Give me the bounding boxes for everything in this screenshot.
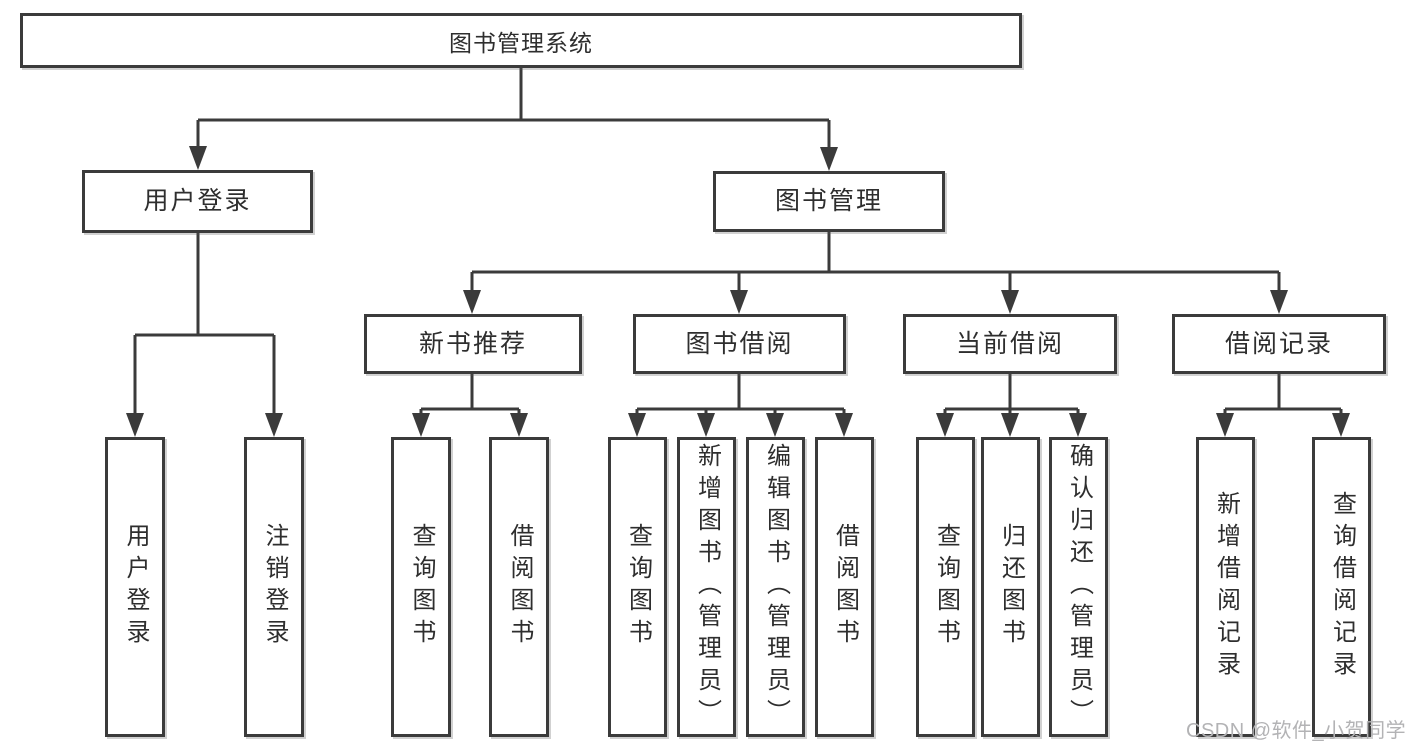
connector-user-login-children (126, 233, 283, 437)
connector-current-borrow-children (936, 374, 1087, 437)
connector-new-book-rec-children (412, 374, 528, 437)
node-user-login: 用户登录 (82, 170, 313, 233)
leaf-bb-query-book: 查询图书 (608, 437, 667, 737)
node-current-borrow: 当前借阅 (903, 314, 1117, 374)
leaf-cb-query-book: 查询图书 (916, 437, 975, 737)
node-new-book-rec: 新书推荐 (364, 314, 582, 374)
connector-borrow-record-children (1216, 374, 1350, 437)
node-root: 图书管理系统 (20, 13, 1022, 68)
connector-book-borrow-children (628, 374, 853, 437)
node-book-borrow: 图书借阅 (633, 314, 846, 374)
node-book-mgmt: 图书管理 (713, 171, 945, 232)
connector-book-mgmt-to-level3 (463, 232, 1288, 314)
leaf-nbr-borrow-book: 借阅图书 (489, 437, 549, 737)
leaf-bb-edit-book-admin: 编辑图书（管理员） (746, 437, 805, 737)
leaf-br-add-record: 新增借阅记录 (1196, 437, 1255, 737)
leaf-cb-return-book: 归还图书 (981, 437, 1040, 737)
leaf-user-login: 用户登录 (105, 437, 165, 737)
watermark: CSDN @软件_小贺同学 (1186, 720, 1405, 742)
leaf-nbr-query-book: 查询图书 (391, 437, 451, 737)
leaf-br-query-record: 查询借阅记录 (1312, 437, 1371, 737)
leaf-bb-borrow-book: 借阅图书 (815, 437, 874, 737)
connector-root-to-level2 (189, 68, 838, 171)
leaf-cb-confirm-return-admin: 确认归还（管理员） (1049, 437, 1108, 737)
leaf-logout: 注销登录 (244, 437, 304, 737)
leaf-bb-add-book-admin: 新增图书（管理员） (677, 437, 736, 737)
node-borrow-record: 借阅记录 (1172, 314, 1386, 374)
